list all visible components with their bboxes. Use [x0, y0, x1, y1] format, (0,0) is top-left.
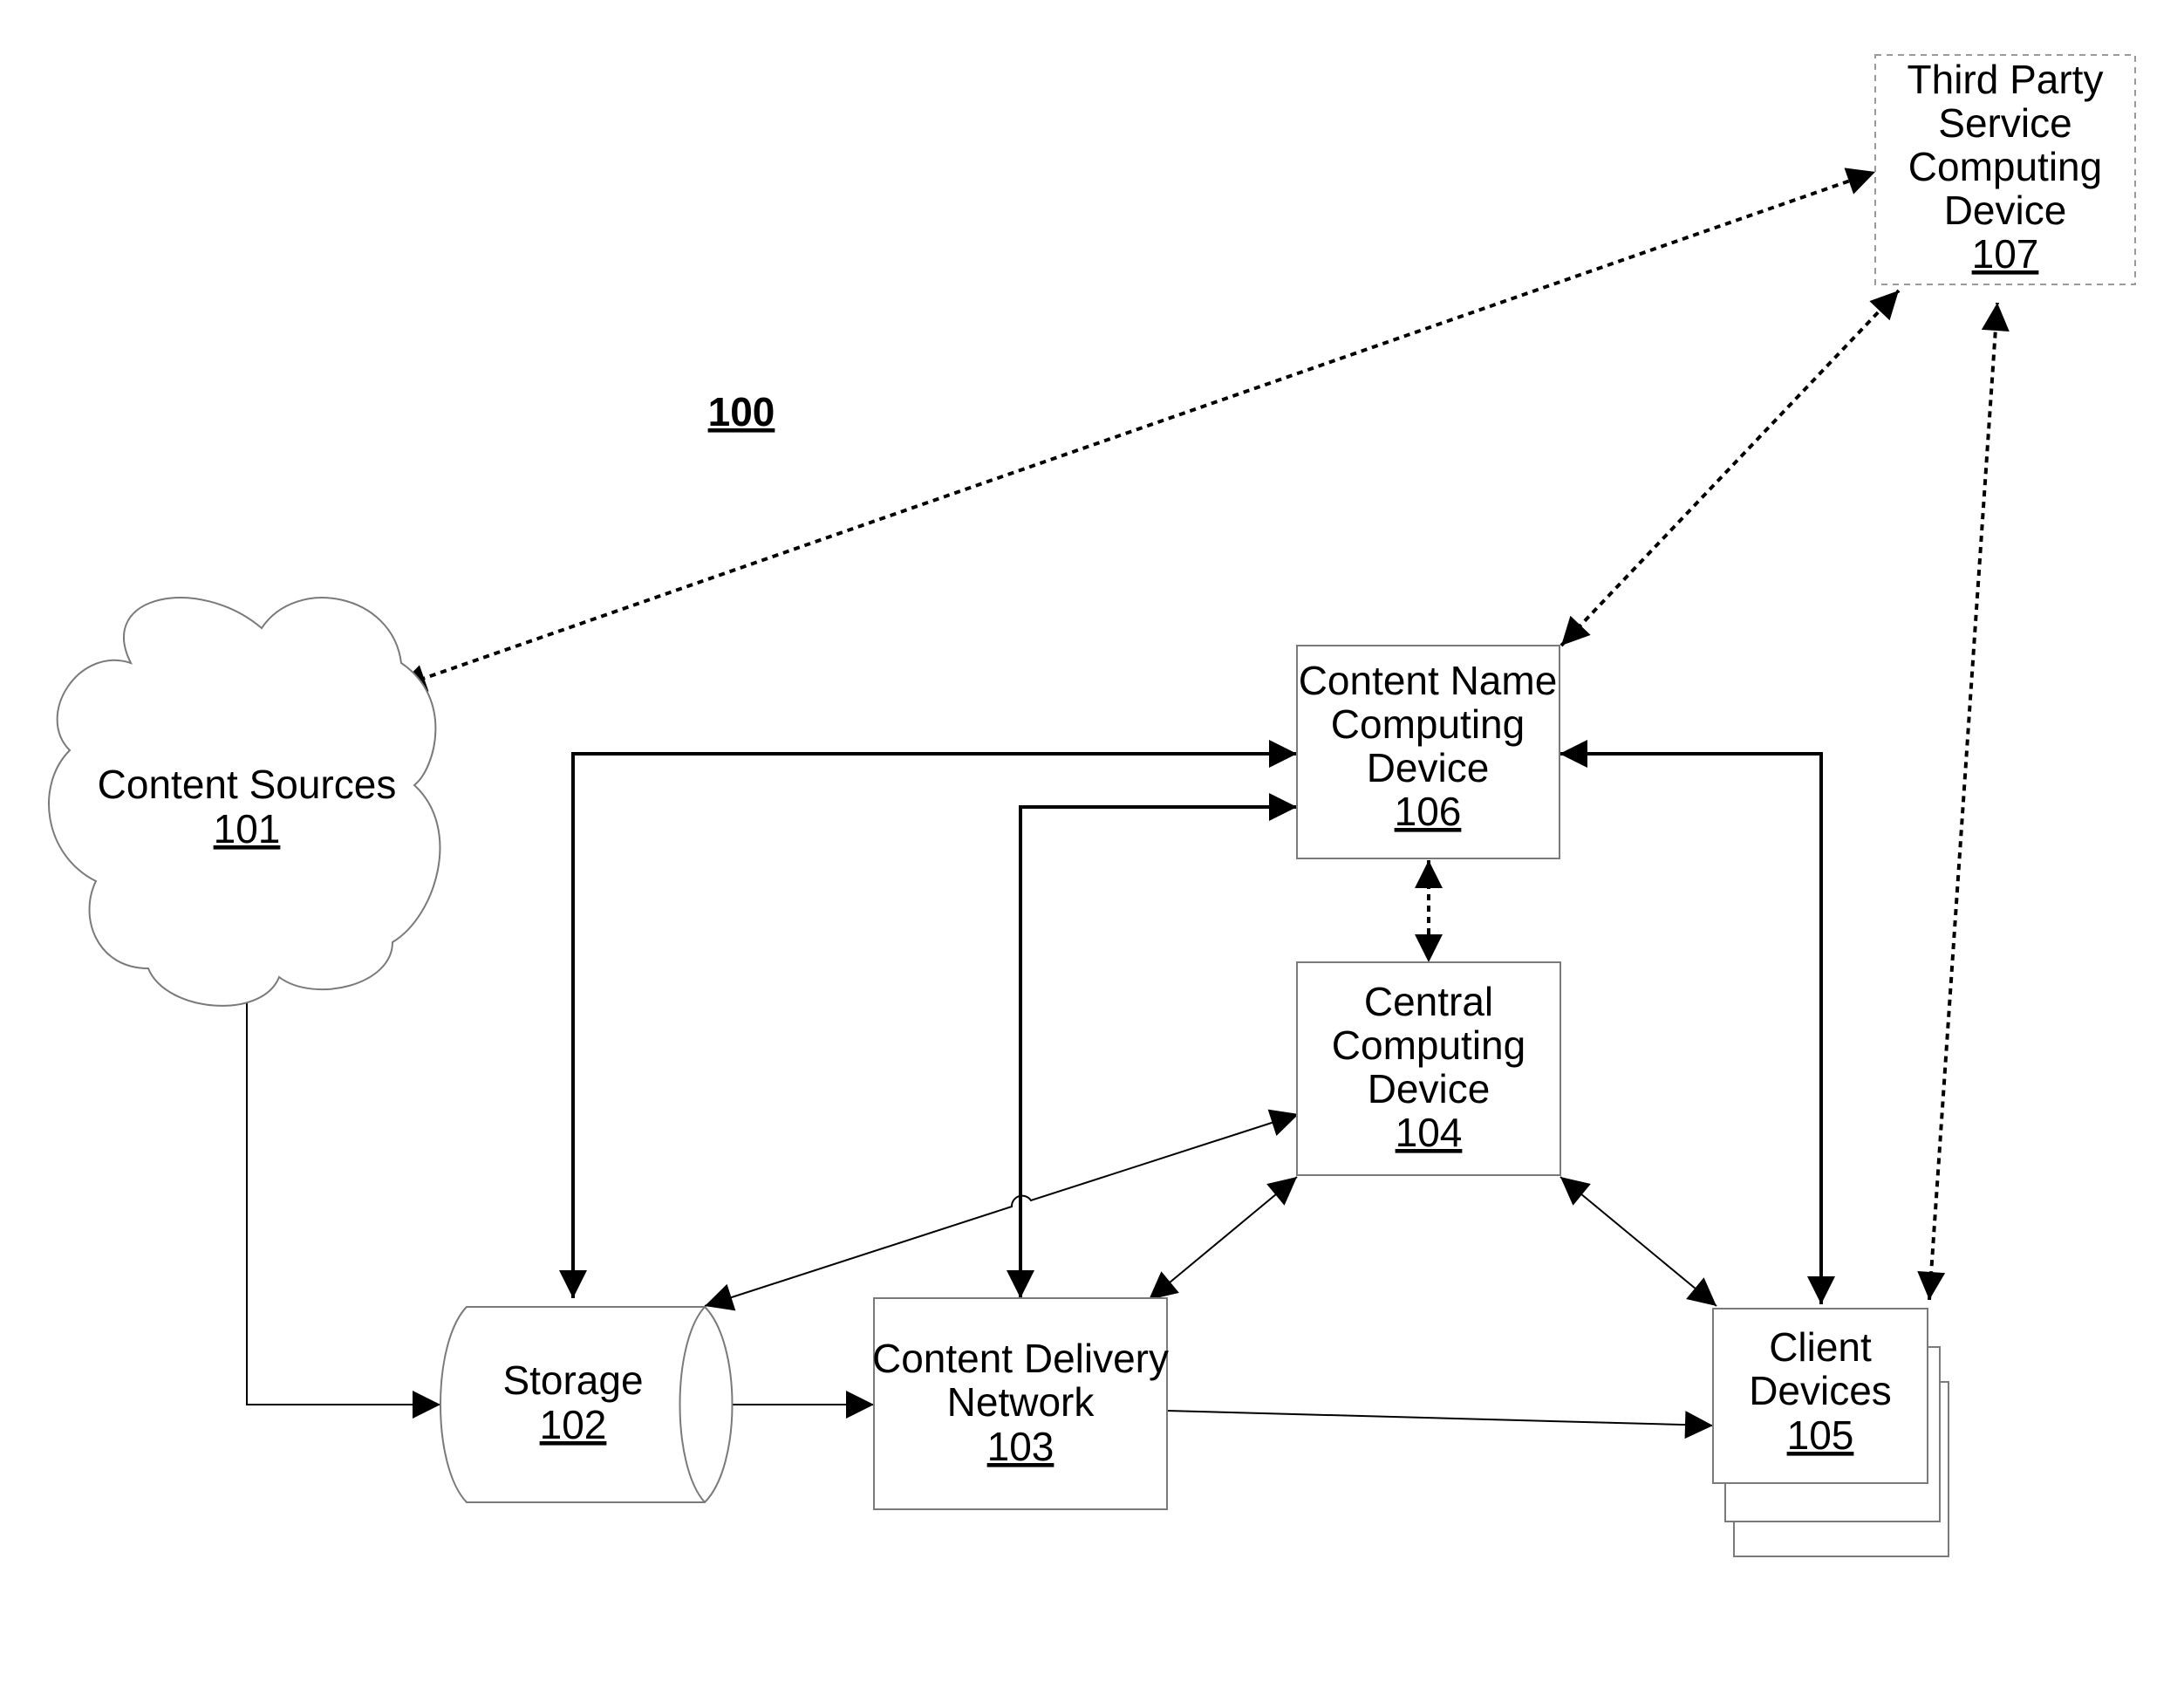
node-third-party: Third Party Service Computing Device 107 [1875, 55, 2135, 284]
edge-client-third-party [1929, 303, 1997, 1300]
node-content-name-ref: 106 [1395, 789, 1462, 834]
edge-content-sources-third-party [398, 172, 1875, 687]
node-content-name-label-line-1: Content Name [1299, 658, 1558, 703]
node-cdn-ref: 103 [987, 1424, 1054, 1469]
edge-cdn-central [1149, 1177, 1297, 1300]
node-third-party-label-line-1: Third Party [1908, 57, 2104, 102]
node-storage-label: Storage [502, 1357, 643, 1403]
node-content-sources: Content Sources 101 [49, 598, 440, 1006]
node-content-name: Content Name Computing Device 106 [1297, 646, 1560, 858]
node-storage: Storage 102 [440, 1307, 733, 1502]
edge-storage-content-name [573, 754, 1297, 1298]
node-content-name-label-line-2: Computing [1331, 701, 1525, 747]
edge-storage-central [705, 1114, 1299, 1306]
node-central-label-line-3: Device [1368, 1066, 1491, 1111]
node-client: Client Devices 105 [1713, 1309, 1949, 1556]
node-client-label-line-2: Devices [1749, 1368, 1892, 1413]
node-central: Central Computing Device 104 [1297, 962, 1560, 1175]
edge-cdn-to-client [1167, 1411, 1713, 1426]
figure-label: 100 [708, 389, 775, 434]
node-central-label-line-1: Central [1364, 979, 1493, 1024]
node-third-party-label-line-4: Device [1944, 188, 2067, 233]
node-content-sources-ref: 101 [214, 806, 281, 851]
node-storage-ref: 102 [540, 1402, 607, 1447]
node-client-ref: 105 [1787, 1412, 1854, 1458]
edge-content-name-third-party [1561, 291, 1899, 646]
node-content-name-label-line-3: Device [1367, 745, 1490, 790]
edge-content-sources-to-storage [247, 1003, 440, 1405]
node-third-party-label-line-2: Service [1938, 100, 2071, 146]
node-third-party-label-line-3: Computing [1908, 144, 2102, 189]
node-client-label-line-1: Client [1769, 1324, 1872, 1370]
node-central-label-line-2: Computing [1332, 1022, 1525, 1068]
node-cdn-label-line-2: Network [947, 1379, 1095, 1425]
node-cdn: Content Delivery Network 103 [872, 1298, 1169, 1509]
node-third-party-ref: 107 [1972, 231, 2039, 277]
node-cdn-label-line-1: Content Delivery [872, 1336, 1169, 1381]
node-central-ref: 104 [1396, 1110, 1463, 1155]
edge-content-name-client [1560, 754, 1821, 1304]
node-content-sources-label: Content Sources [98, 762, 397, 807]
edge-central-client [1560, 1177, 1716, 1306]
edge-cdn-content-name [1020, 807, 1297, 1298]
